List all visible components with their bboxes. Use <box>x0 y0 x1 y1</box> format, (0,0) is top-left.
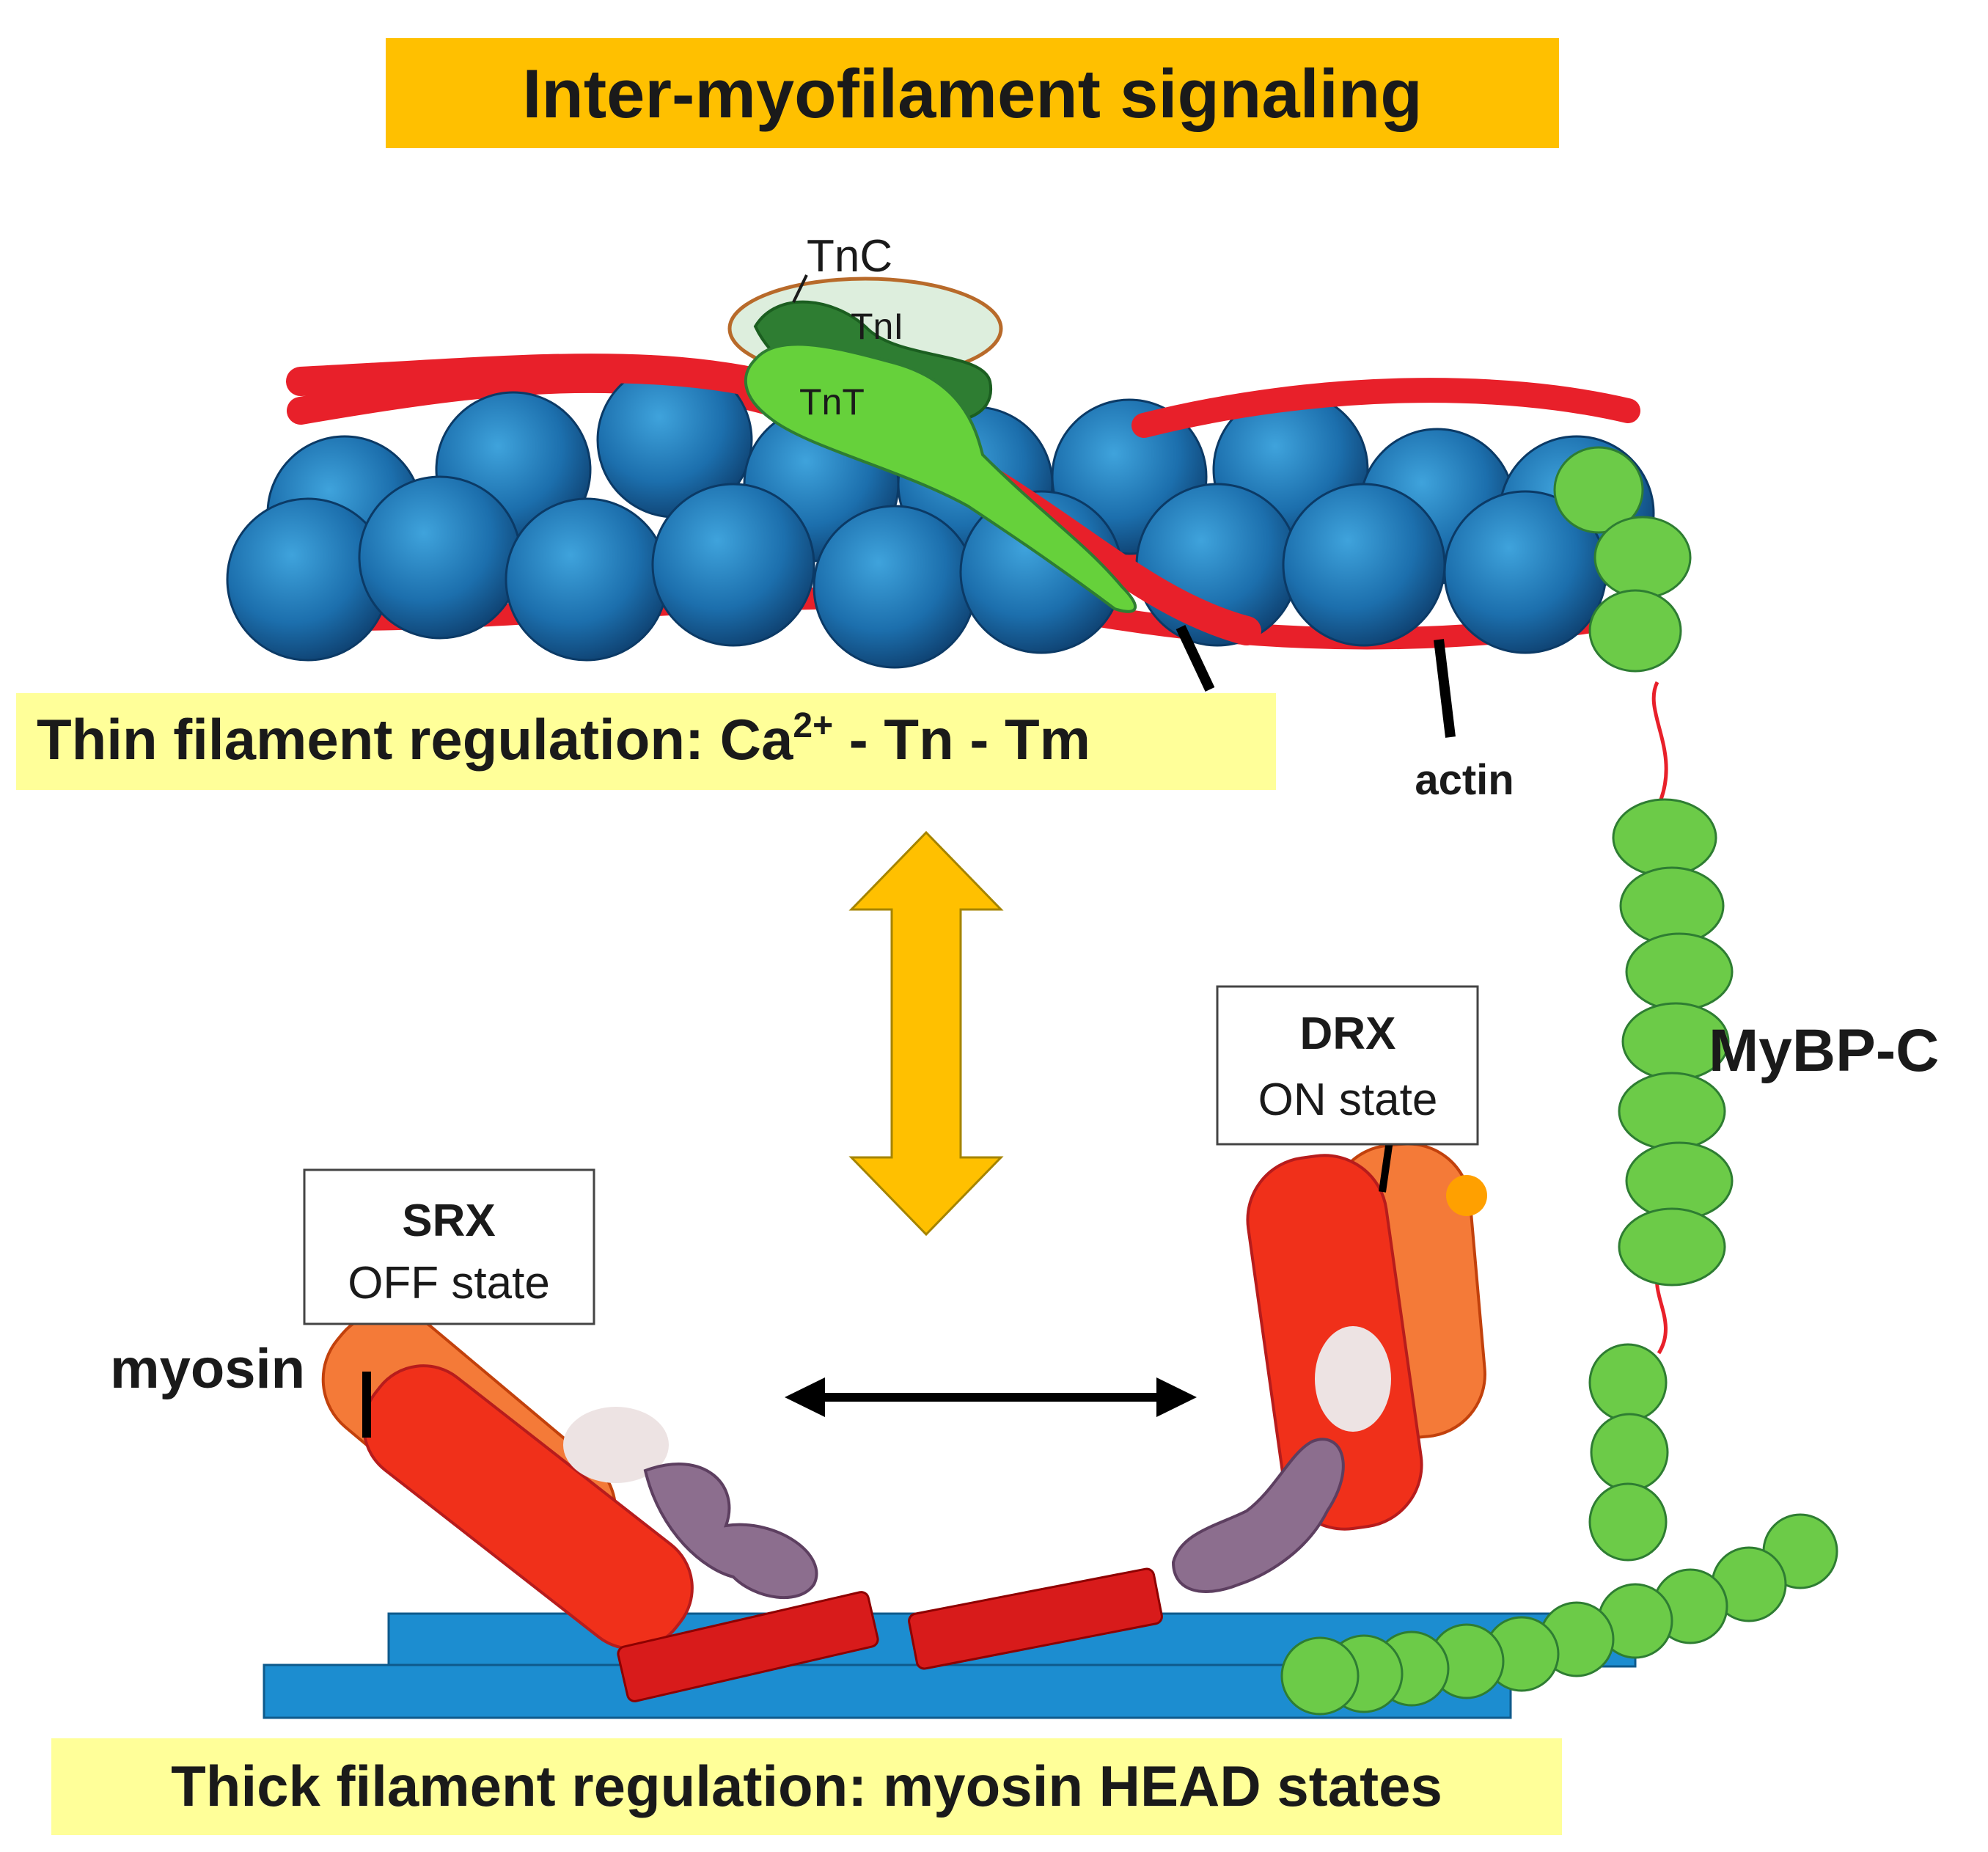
tnc-label: TnC <box>807 231 892 282</box>
srx-myosin-heads <box>321 1309 879 1702</box>
vertical-double-arrow <box>848 830 1004 1237</box>
thin-regulation-superscript: 2+ <box>793 706 833 745</box>
drx-light-domain <box>1315 1326 1391 1432</box>
actin-monomer <box>358 475 522 640</box>
tnc-pointer <box>792 274 808 303</box>
srx-light-domain <box>563 1407 669 1483</box>
mybpc-domain <box>1553 446 1644 534</box>
mybpc-domain <box>1280 1636 1360 1716</box>
drx-name: DRX <box>1300 1009 1396 1059</box>
title-box <box>386 38 1559 148</box>
drx-box <box>1216 985 1479 1146</box>
troponin-complex: TnC TnI TnT <box>727 231 1137 613</box>
thin-regulation-suffix: - Tn - Tm <box>833 707 1090 772</box>
srx-drx-transition-arrow <box>785 1377 1197 1417</box>
tni-label: TnI <box>851 306 903 347</box>
drx-lever-arm <box>1171 1438 1345 1593</box>
srx-lever-arm <box>643 1463 818 1600</box>
mybpc-domain <box>1588 1343 1668 1422</box>
mybpc-domain <box>1619 866 1725 945</box>
actin-monomer <box>813 505 977 669</box>
thin-regulation-prefix: Thin filament regulation: Ca <box>37 707 793 772</box>
srx-state: OFF state <box>348 1258 550 1309</box>
srx-s2-rod <box>617 1591 879 1702</box>
mybpc-chain <box>1280 446 1838 1716</box>
thin-regulation-text: Thin filament regulation: Ca2+ - Tn - Tm <box>37 706 1090 772</box>
drx-pointer <box>1379 1140 1393 1193</box>
mybpc-domain <box>1625 932 1734 1011</box>
mybpc-linker-upper <box>1651 681 1668 800</box>
drx-nucleotide-site <box>1446 1175 1487 1216</box>
actin-monomer <box>651 483 815 647</box>
drx-myosin-heads <box>908 1140 1487 1670</box>
mybpc-domain <box>1625 1141 1734 1220</box>
thin-regulation-banner <box>16 693 1276 790</box>
tm-pointer <box>1175 625 1215 692</box>
actin-monomer <box>1282 483 1446 647</box>
srx-myosin-head-front <box>362 1364 694 1650</box>
tnt-label: TnT <box>799 381 865 422</box>
actin-pointer <box>1434 639 1456 738</box>
actin-label: actin <box>1415 756 1514 804</box>
mybpc-domain <box>1618 1072 1726 1151</box>
srx-name: SRX <box>402 1196 495 1246</box>
srx-box <box>303 1168 595 1325</box>
actin-monomer <box>505 497 669 662</box>
thick-regulation-banner <box>51 1738 1562 1835</box>
myosin-label: myosin <box>110 1338 305 1400</box>
mybpc-label: MyBP-C <box>1709 1017 1939 1084</box>
diagram-title: Inter-myofilament signaling <box>522 55 1422 132</box>
tropomyosin-strand-right <box>1131 378 1640 438</box>
mybpc-domain <box>1590 1413 1669 1492</box>
mybpc-domain <box>1588 1482 1668 1562</box>
mybpc-domain <box>1612 798 1717 877</box>
drx-s2-rod <box>908 1567 1163 1670</box>
mybpc-domain <box>1588 589 1682 673</box>
mybpc-domain <box>1618 1207 1726 1286</box>
mybpc-domain <box>1593 516 1692 599</box>
drx-state: ON state <box>1258 1075 1438 1125</box>
thick-regulation-text: Thick filament regulation: myosin HEAD s… <box>171 1754 1442 1818</box>
tnt-shape <box>744 343 1137 613</box>
